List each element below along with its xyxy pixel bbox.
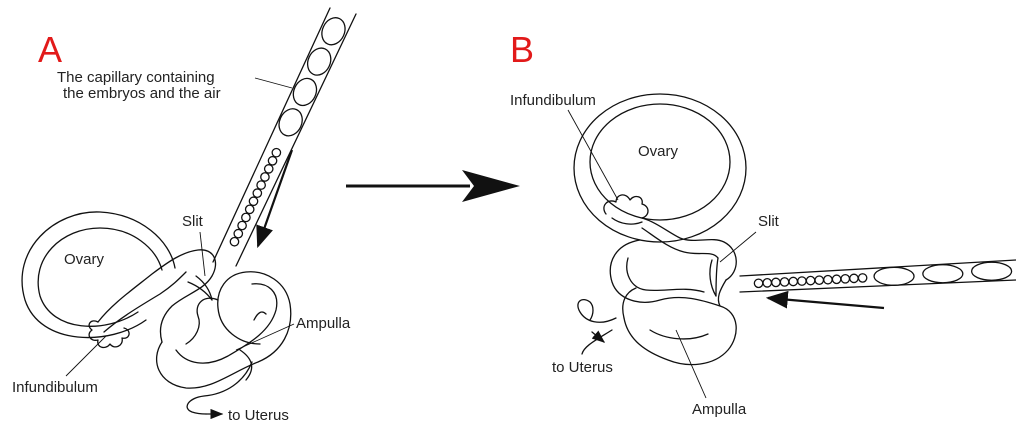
air-bubble bbox=[923, 265, 963, 283]
air-bubble bbox=[874, 267, 914, 285]
air-bubble bbox=[289, 75, 321, 110]
embryo bbox=[850, 274, 858, 282]
embryo bbox=[253, 189, 261, 197]
embryo bbox=[789, 277, 797, 285]
embryo bbox=[257, 181, 265, 189]
panel-b-insertion-arrow bbox=[768, 298, 884, 308]
panel-b-slit-leader bbox=[720, 232, 756, 262]
embryo bbox=[841, 275, 849, 283]
panel-a-capillary bbox=[213, 8, 356, 266]
embryo bbox=[234, 229, 242, 237]
embryo bbox=[246, 205, 254, 213]
panel-b-letter: B bbox=[510, 29, 534, 70]
panel-b-to-uterus-label: to Uterus bbox=[552, 359, 613, 376]
panel-a-capillary-label-line1: The capillary containing bbox=[57, 69, 215, 86]
panel-a: A The capillary containing the embryos a… bbox=[12, 8, 356, 424]
embryo bbox=[268, 157, 276, 165]
transition-arrow bbox=[346, 170, 520, 202]
panel-a-ovary-label: Ovary bbox=[64, 251, 105, 268]
panel-a-capillary-leader bbox=[255, 78, 292, 88]
embryo bbox=[230, 238, 238, 246]
panel-b-ovary-label: Ovary bbox=[638, 143, 679, 160]
embryo bbox=[806, 276, 814, 284]
panel-a-infundibulum-label: Infundibulum bbox=[12, 379, 98, 396]
air-bubble bbox=[318, 14, 350, 49]
embryo bbox=[238, 221, 246, 229]
panel-b-slit-label: Slit bbox=[758, 213, 780, 230]
embryo bbox=[815, 276, 823, 284]
embryo bbox=[242, 213, 250, 221]
panel-a-slit-label: Slit bbox=[182, 213, 204, 230]
air-bubble bbox=[972, 262, 1012, 280]
panel-a-letter: A bbox=[38, 29, 62, 70]
embryo bbox=[798, 277, 806, 285]
air-bubble bbox=[303, 44, 335, 79]
panel-a-to-uterus-label: to Uterus bbox=[228, 407, 289, 424]
panel-a-oviduct bbox=[89, 250, 291, 414]
embryo bbox=[754, 279, 762, 287]
air-bubble bbox=[275, 105, 307, 140]
embryo bbox=[858, 274, 866, 282]
embryo bbox=[824, 276, 832, 284]
embryo bbox=[763, 279, 771, 287]
panel-b-infundibulum-label: Infundibulum bbox=[510, 92, 596, 109]
embryo bbox=[265, 165, 273, 173]
panel-b: B Ovary Infundibulum bbox=[510, 29, 1016, 418]
panel-b-ampulla-label: Ampulla bbox=[692, 401, 747, 418]
embryo bbox=[249, 197, 257, 205]
panel-b-capillary bbox=[740, 260, 1016, 292]
embryo bbox=[261, 173, 269, 181]
embryo bbox=[780, 278, 788, 286]
embryo bbox=[772, 278, 780, 286]
panel-a-capillary-label-line2: the embryos and the air bbox=[63, 85, 221, 102]
panel-a-slit-leader bbox=[200, 232, 205, 276]
embryo bbox=[832, 275, 840, 283]
panel-a-infundibulum-leader bbox=[66, 336, 106, 376]
embryo bbox=[272, 148, 280, 156]
panel-a-ampulla-label: Ampulla bbox=[296, 315, 351, 332]
